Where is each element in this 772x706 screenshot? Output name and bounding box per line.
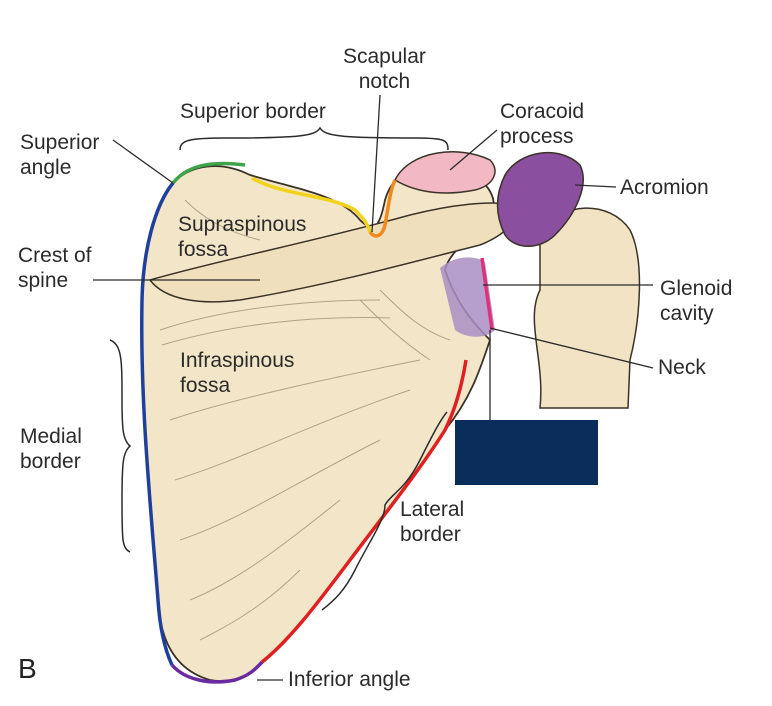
label-infraspinous-fossa-line-1: Infraspinous	[180, 349, 295, 372]
label-superior-angle: Superior angle	[20, 130, 99, 180]
label-coracoid-process-line-2: process	[500, 125, 574, 148]
label-crest-of-spine-line-2: spine	[18, 269, 69, 292]
label-medial-border-line-1: Medial	[20, 425, 82, 448]
medial-border-brace	[109, 339, 132, 553]
glenoid-neck-shape	[440, 257, 495, 337]
lateral-border-edge	[260, 359, 468, 664]
label-medial-border-line-2: border	[20, 450, 81, 473]
lateral-border-brace	[321, 411, 448, 611]
acromion-shape	[496, 151, 584, 247]
panel-letter-text: B	[18, 653, 37, 684]
superior-border-brace	[179, 126, 449, 151]
label-coracoid-process-line-1: Coracoid	[500, 100, 585, 123]
label-supraspinous-fossa-line-2: fossa	[178, 238, 229, 261]
label-neck: Neck	[658, 355, 706, 380]
label-glenoid-cavity: Glenoid cavity	[660, 276, 732, 326]
label-medial-border: Medial border	[20, 424, 82, 474]
label-glenoid-cavity-line-2: cavity	[660, 302, 714, 325]
label-superior-border-text: Superior border	[180, 100, 326, 123]
label-scapular-notch-line-1: Scapular	[343, 45, 426, 68]
label-scapular-notch: Scapular notch	[343, 44, 426, 94]
label-infraspinous-fossa: Infraspinous fossa	[180, 348, 294, 398]
label-neck-text: Neck	[658, 356, 706, 379]
label-infraspinous-fossa-line-2: fossa	[180, 374, 231, 397]
medial-border-edge	[140, 181, 175, 666]
bone-texture	[159, 199, 451, 641]
superior-border-edge	[251, 176, 372, 233]
inferior-angle-edge	[170, 660, 264, 684]
scapular-notch-edge	[368, 179, 397, 238]
label-scapular-notch-line-2: notch	[358, 70, 411, 93]
label-crest-of-spine: Crest of spine	[18, 243, 92, 293]
label-lateral-border-line-2: border	[400, 523, 461, 546]
masked-label-box	[455, 420, 598, 485]
label-inferior-angle-text: Inferior angle	[288, 668, 411, 691]
coracoid-process-shape	[394, 151, 496, 194]
glenoid-cavity-edge	[480, 257, 494, 331]
leader-lines	[93, 94, 654, 681]
label-superior-angle-line-1: Superior	[20, 131, 100, 154]
panel-letter: B	[18, 654, 37, 684]
label-superior-angle-line-2: angle	[20, 156, 72, 179]
label-crest-of-spine-line-1: Crest of	[18, 244, 92, 267]
label-supraspinous-fossa-line-1: Supraspinous	[178, 213, 307, 236]
label-lateral-border: Lateral border	[400, 497, 464, 547]
superior-angle-edge	[171, 161, 246, 185]
label-inferior-angle: Inferior angle	[288, 667, 411, 692]
label-acromion-text: Acromion	[620, 176, 709, 199]
label-superior-border: Superior border	[180, 99, 326, 124]
label-acromion: Acromion	[620, 175, 709, 200]
label-supraspinous-fossa: Supraspinous fossa	[178, 212, 306, 262]
label-coracoid-process: Coracoid process	[500, 99, 584, 149]
label-glenoid-cavity-line-1: Glenoid	[660, 277, 733, 300]
label-lateral-border-line-1: Lateral	[400, 498, 465, 521]
